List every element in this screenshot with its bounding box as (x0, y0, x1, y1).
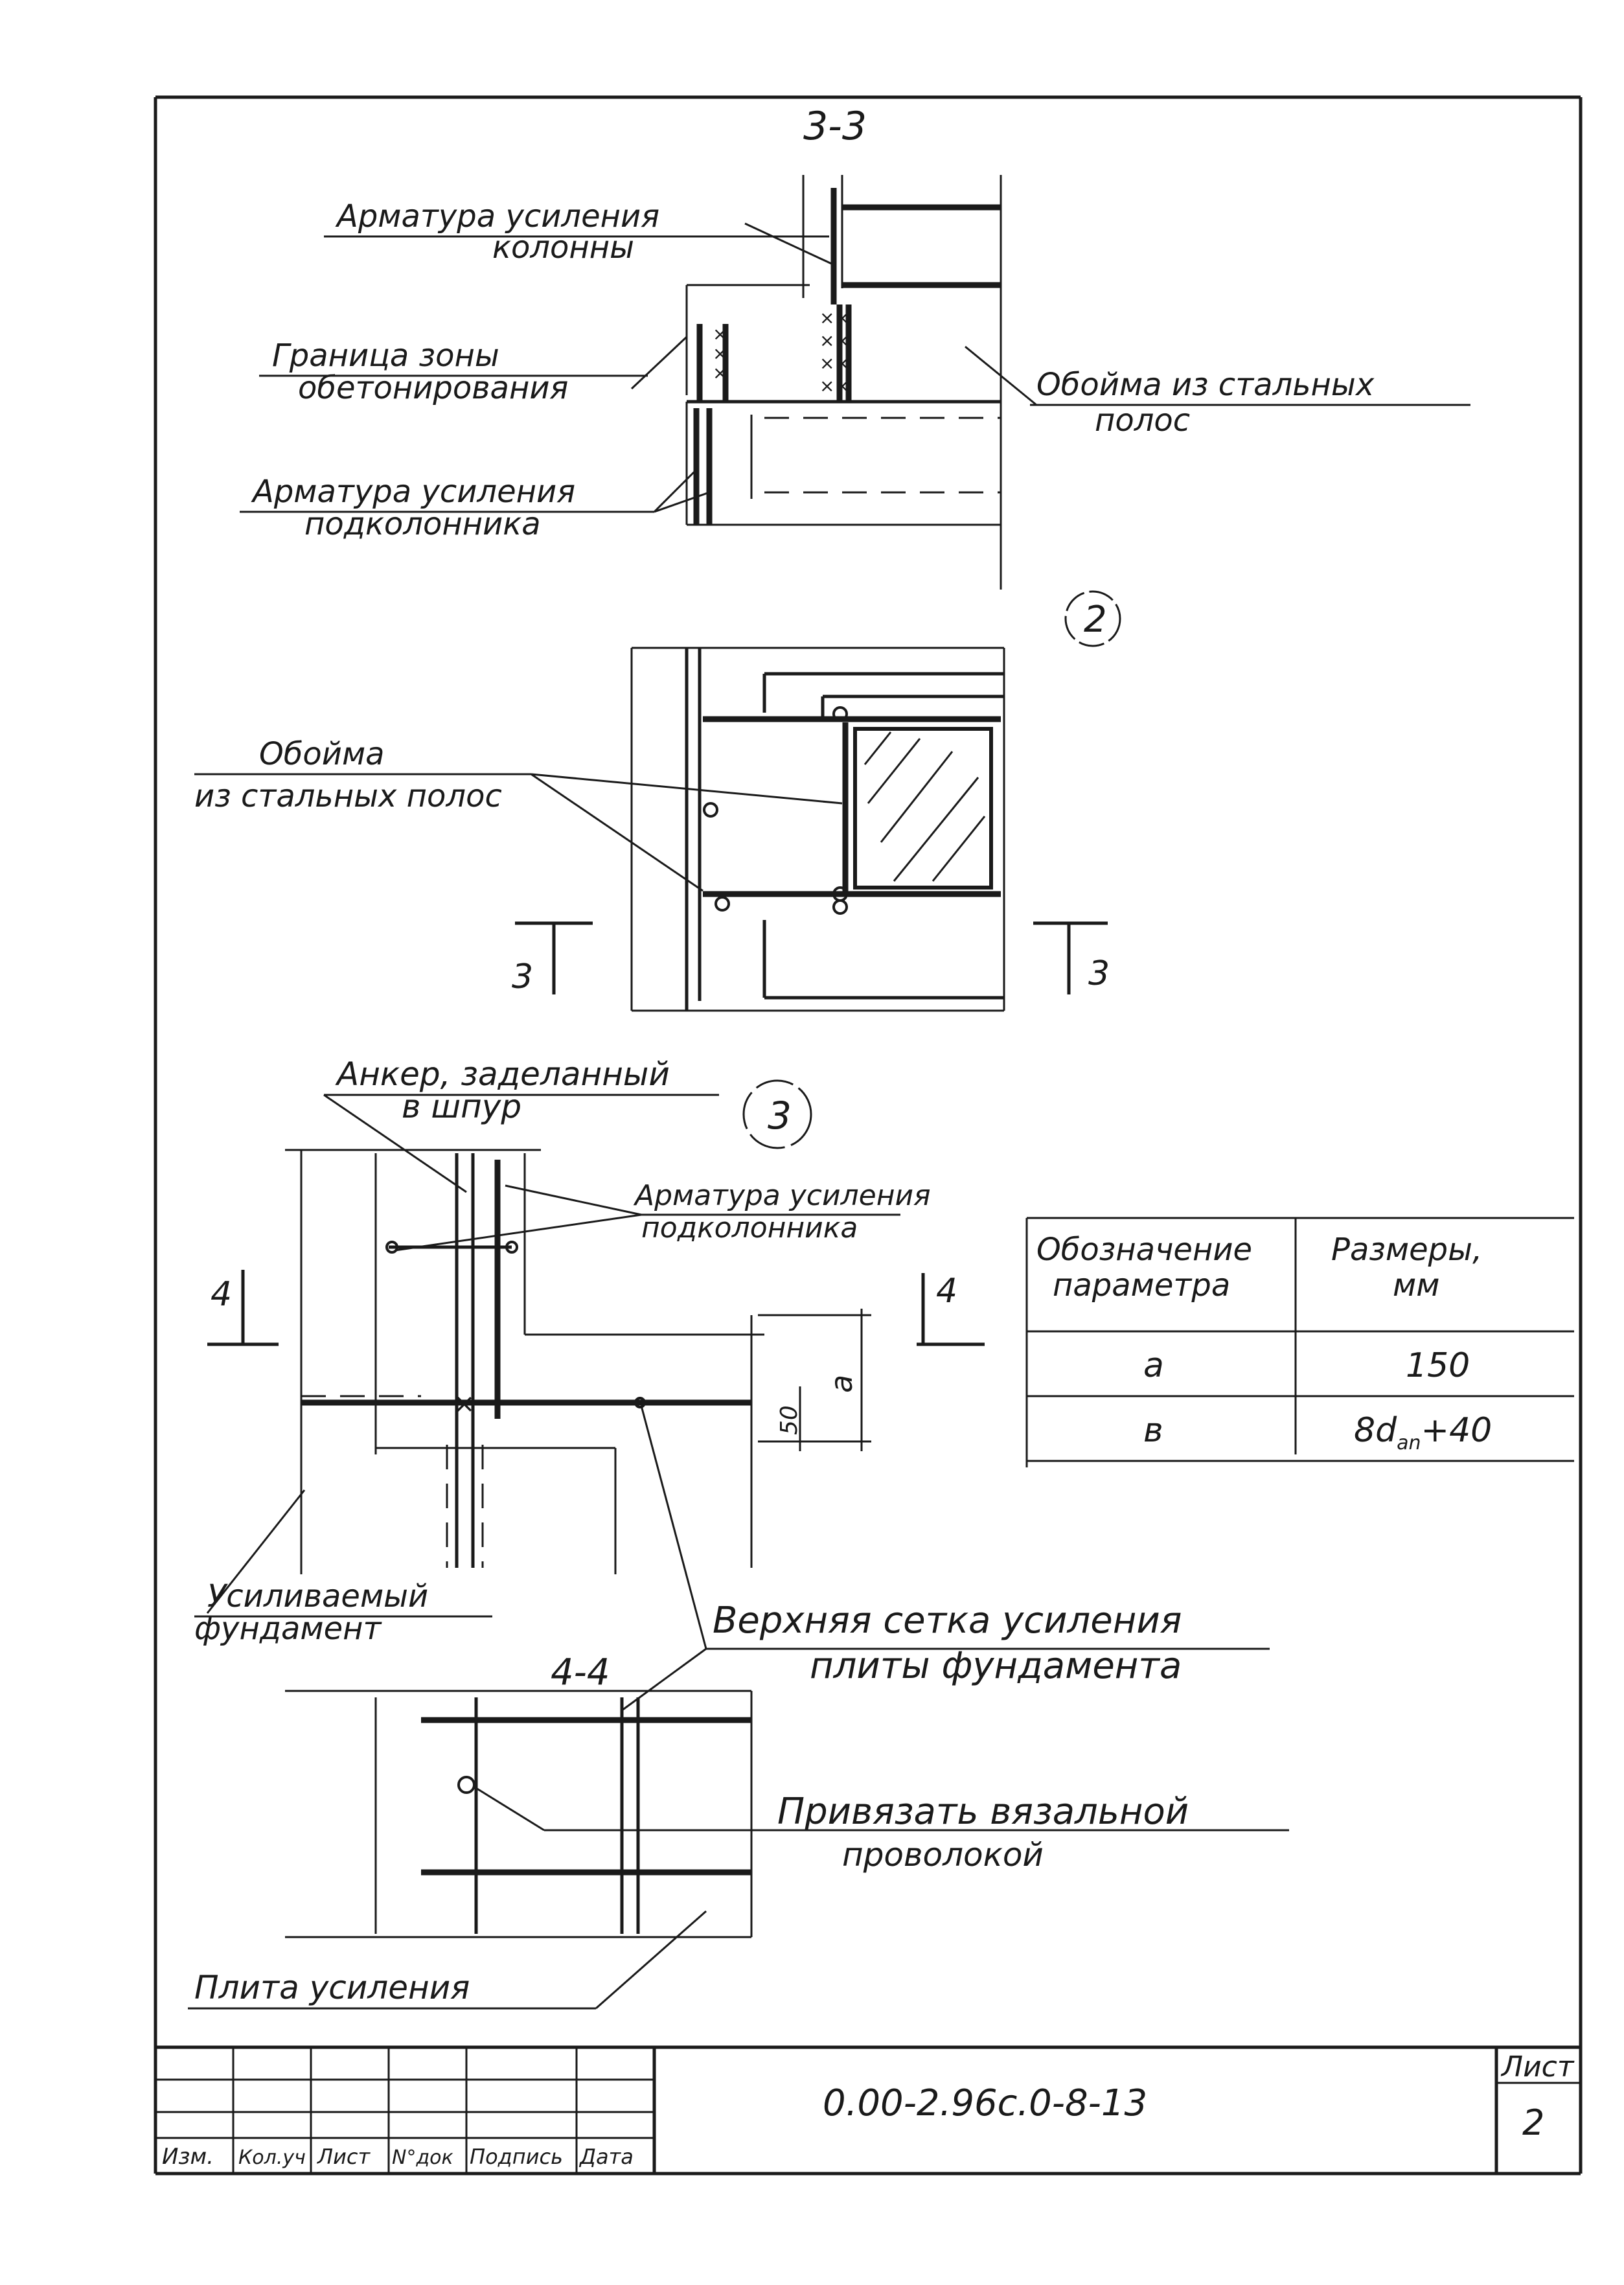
section-4-4-labels: Привязать вязальной проволокой Плита уси… (188, 1791, 1289, 2010)
section-3-3: 3-3 ×× ×× ×× ×× × × × (685, 104, 1002, 590)
label-oboima-mid-1: Обойма (259, 736, 385, 772)
svg-text:×: × (453, 1389, 475, 1419)
label-setka-2: плиты фундамента (810, 1645, 1182, 1687)
table-header-col1-line1: Обозначение (1036, 1232, 1252, 1268)
label-oboima-mid-2: из стальных полос (194, 778, 502, 814)
tb-col-list: Лист (317, 2144, 371, 2169)
tb-col-data: Дата (578, 2144, 634, 2169)
svg-text:××: ×× (819, 330, 850, 351)
label-armatura-podk2-2: подколонника (641, 1211, 858, 1245)
node-2-label: 2 (1084, 599, 1107, 641)
node-3-label: 3 (768, 1094, 792, 1138)
label-armatura-kolonny-2: колонны (492, 229, 634, 266)
tb-sheet-number: 2 (1522, 2102, 1544, 2143)
section-3-3-labels: Арматура усиления колонны Граница зоны о… (240, 198, 1470, 542)
label-anker-1: Анкер, заделанный (335, 1055, 670, 1093)
table-row-2-value: 8d (1354, 1411, 1397, 1450)
node-3-elevation: Анкер, заделанный в шпур 3 × a (285, 1055, 931, 1574)
table-row-2-param: в (1143, 1411, 1163, 1450)
label-granica-1: Граница зоны (272, 338, 499, 374)
table-row-1-value: 150 (1406, 1346, 1470, 1385)
section-4-4: 4-4 (285, 1651, 764, 1938)
table-row-1-param: a (1143, 1346, 1164, 1385)
svg-text:8dan+40: 8dan+40 (1354, 1411, 1492, 1454)
section-3-3-title: 3-3 (803, 104, 867, 149)
label-setka-1: Верхняя сетка усиления (713, 1600, 1182, 1642)
title-block: Изм. Кол.уч Лист N°док Подпись Дата 0.00… (155, 2045, 1581, 2174)
section-4-markers: 4 4 (207, 1270, 985, 1346)
node-2-labels: Обойма из стальных полос (194, 736, 843, 892)
label-armatura-podk2-1: Арматура усиления (633, 1179, 931, 1212)
svg-text:××: ×× (819, 352, 850, 374)
label-oboima-top-2: полос (1095, 402, 1190, 439)
table-header-col1-line2: параметра (1053, 1267, 1230, 1303)
section-3-markers: 3 3 (512, 921, 1110, 996)
label-anker-2: в шпур (402, 1088, 521, 1125)
tb-sheet-label: Лист (1500, 2050, 1575, 2084)
param-table: Обозначение параметра Размеры, мм a 150 … (1025, 1217, 1574, 1467)
dim-50: 50 (776, 1405, 803, 1435)
tb-drawing-code: 0.00-2.96с.0-8-13 (823, 2082, 1147, 2124)
tb-col-podpis: Подпись (470, 2144, 563, 2169)
label-privyazat-1: Привязать вязальной (777, 1791, 1189, 1833)
marker-left-4: 4 (211, 1275, 232, 1314)
marker-right-4: 4 (936, 1272, 957, 1311)
marker-left-3: 3 (512, 958, 533, 996)
section-4-4-title: 4-4 (551, 1651, 610, 1694)
label-privyazat-2: проволокой (842, 1836, 1044, 1874)
table-row-2-sub: an (1397, 1432, 1421, 1454)
label-armatura-kolonny-1: Арматура усиления (335, 198, 659, 235)
label-plita: Плита усиления (194, 1969, 470, 2006)
tb-col-izm: Изм. (162, 2144, 214, 2170)
node-2-plan: 2 (630, 590, 1121, 1012)
table-header-col2-line2: мм (1393, 1267, 1439, 1303)
table-row-2-suffix: +40 (1421, 1411, 1492, 1450)
node-3-labels: Усиливаемый фундамент Верхняя сетка усил… (194, 1405, 1270, 1712)
dim-a: a (824, 1375, 859, 1393)
sheet-frame (154, 95, 1583, 2176)
tb-col-kol: Кол.уч (238, 2146, 306, 2169)
tb-col-dok: N°док (392, 2146, 453, 2169)
svg-text:××: ×× (819, 307, 850, 328)
label-oboima-top-1: Обойма из стальных (1036, 367, 1375, 403)
label-usilivaemyi-1: Усиливаемый (207, 1578, 428, 1614)
svg-text:××: ×× (819, 375, 850, 396)
marker-right-3: 3 (1088, 954, 1110, 993)
label-armatura-podk-1: Арматура усиления (251, 474, 575, 510)
table-header-col2-line1: Размеры, (1331, 1232, 1482, 1268)
